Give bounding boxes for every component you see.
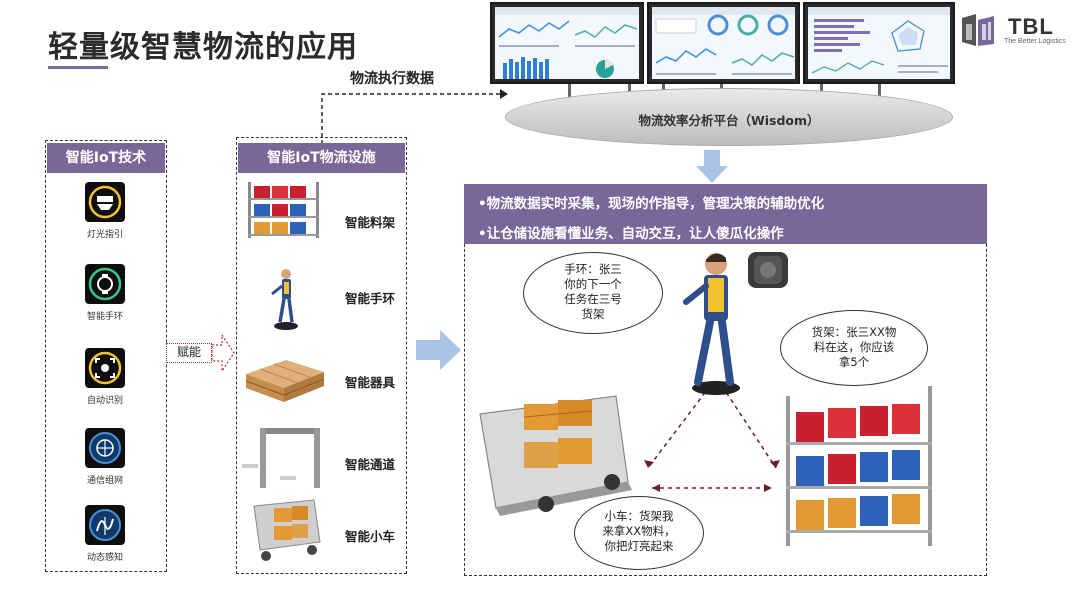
tech-item-scan: 自动识别 xyxy=(45,348,165,406)
tbl-logo-mark-icon xyxy=(962,14,994,46)
page-title: 轻量级智慧物流的应用 xyxy=(48,30,358,65)
wristband-speech-bubble: 手环：张三 你的下一个 任务在三号 货架 xyxy=(523,252,663,334)
dashboard-monitor-1 xyxy=(490,2,644,84)
worker-image xyxy=(271,269,298,330)
tech-label: 自动识别 xyxy=(86,396,123,406)
scenario-banner: •物流数据实时采集，现场的作指导，管理决策的辅助优化 •让仓储设施看懂业务、自动… xyxy=(464,184,987,244)
facility-label: 智能料架 xyxy=(344,215,395,230)
network-icon xyxy=(85,428,125,468)
tech-label: 通信组网 xyxy=(86,476,123,486)
logo-tagline: The Better Logistics xyxy=(1004,38,1066,45)
tbl-logo: TBL The Better Logistics xyxy=(960,12,1072,48)
dashboard-chart-1 xyxy=(495,7,639,79)
platform-label: 物流效率分析平台（Wisdom） xyxy=(638,113,820,128)
facility-column-header: 智能IoT物流设施 xyxy=(238,143,405,173)
enable-arrow-icon xyxy=(211,333,235,373)
banner-line-1: •物流数据实时采集，现场的作指导，管理决策的辅助优化 xyxy=(478,196,825,212)
facility-item-pallet: 智能器具 xyxy=(240,350,405,420)
shelf-image xyxy=(248,182,319,238)
tech-item-wristband: 智能手环 xyxy=(45,264,165,322)
dashboard-monitor-3 xyxy=(803,2,955,84)
wristband-icon xyxy=(85,264,125,304)
tech-column-header: 智能IoT技术 xyxy=(47,143,165,173)
tech-label: 灯光指引 xyxy=(86,230,123,240)
enable-label: 赋能 xyxy=(166,343,212,363)
analysis-platform xyxy=(505,88,953,146)
tech-label: 动态感知 xyxy=(86,553,123,563)
facility-item-shelf: 智能料架 xyxy=(240,176,405,246)
scan-icon xyxy=(85,348,125,388)
facility-item-cart: 智能小车 xyxy=(240,498,405,568)
cart-image xyxy=(253,499,321,561)
right-arrow-icon xyxy=(416,330,461,370)
flow-data-label: 物流执行数据 xyxy=(350,71,434,87)
gate-image xyxy=(242,428,320,488)
facility-item-wristband: 智能手环 xyxy=(240,266,405,336)
pallet-image xyxy=(245,360,325,402)
dashboard-chart-3 xyxy=(808,7,950,74)
dashboard-chart-2 xyxy=(652,7,795,75)
title-underline xyxy=(48,66,108,69)
tech-label: 智能手环 xyxy=(86,312,123,322)
banner-line-2: •让仓储设施看懂业务、自动交互，让人傻瓜化操作 xyxy=(478,226,784,242)
facility-column xyxy=(236,137,407,574)
cart-speech-bubble: 小车：货架我 来拿XX物料， 你把灯亮起来 xyxy=(574,496,704,570)
lamp-icon xyxy=(85,182,125,222)
facility-label: 智能小车 xyxy=(344,529,395,544)
facility-label: 智能器具 xyxy=(344,375,395,390)
shelf-speech-bubble: 货架：张三XX物 料在这，你应该 拿5个 xyxy=(780,310,928,386)
tech-item-network: 通信组网 xyxy=(45,428,165,486)
monitor-stand xyxy=(568,84,571,106)
tech-item-sensor: 动态感知 xyxy=(45,505,165,563)
facility-label: 智能通道 xyxy=(344,457,395,472)
facility-item-gate: 智能通道 xyxy=(240,422,405,492)
scenario-illustration xyxy=(479,252,932,546)
dashboard-monitor-2 xyxy=(647,2,800,84)
logo-wordmark: TBL xyxy=(1008,14,1054,39)
tech-item-lamp: 灯光指引 xyxy=(45,182,165,240)
data-flow-arrow xyxy=(321,89,508,144)
sensor-icon xyxy=(85,505,125,545)
facility-label: 智能手环 xyxy=(344,291,395,306)
down-arrow-icon xyxy=(696,150,728,183)
